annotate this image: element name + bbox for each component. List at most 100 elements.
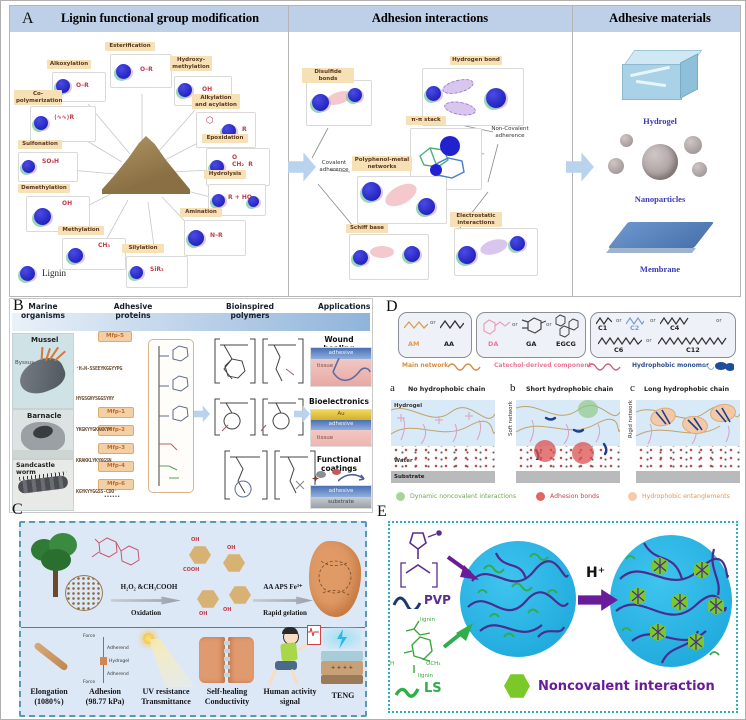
substrate-zone <box>516 471 620 483</box>
interaction-tag-polyphenol: Polyphenol-metal networks <box>352 156 412 172</box>
adhesion-test-diagram: Force Adherend Hydrogel Adherend Force <box>79 633 131 685</box>
app-title-bioelectronics: Bioelectronics <box>309 397 369 406</box>
ls-label: LS <box>424 681 442 696</box>
noncovalent-legend-label: Noncovalent interaction <box>538 679 715 694</box>
mod-tag-alkoxylation: Alkoxylation <box>47 60 91 69</box>
monomer-label-c1: C1 <box>598 324 608 332</box>
polymer-structure-1 <box>214 338 304 384</box>
test-caption-adhesion: Adhesion(98.77 kPa) <box>85 687 125 707</box>
formula: CH₃ <box>98 242 111 249</box>
panel-b-header-4: Applications <box>318 302 371 311</box>
running-child-icon <box>265 625 321 687</box>
c12-zigzag <box>658 336 727 345</box>
monomer-ga-structure <box>521 317 546 334</box>
panel-a-title-2: Adhesion interactions <box>371 11 489 25</box>
self-healing-icon <box>199 633 255 687</box>
oxidation-arrow <box>111 596 181 605</box>
subpanel-letter-c: c <box>630 382 635 394</box>
water-zone <box>516 446 620 471</box>
column-divider <box>288 6 289 296</box>
dopa-structure-box <box>148 339 194 493</box>
monomer-label-am: AM <box>408 340 420 348</box>
cooh-label: COOH <box>183 567 200 573</box>
covalent-adherence-label: Covalent adherence <box>319 160 349 173</box>
mod-tag-hydroxymethylation: Hydroxy- methylation <box>170 56 212 72</box>
mod-tag-epoxidation: Epoxidation <box>202 134 248 143</box>
bioelectronics-card: Au adhesive tissue <box>310 409 372 447</box>
step-1: Oxidation <box>131 609 161 617</box>
subpanel-a: Hydrogel Water Substrate <box>391 400 495 484</box>
subpanel-side-b: Soft network <box>508 401 514 436</box>
entanglement-strokes <box>655 407 731 431</box>
oxidized-lignin-structures: OH OH COOH OH OH <box>183 537 255 627</box>
lignin-label-1: lignin <box>420 617 436 623</box>
layer-label: Au <box>337 411 345 417</box>
c1-zigzag <box>596 316 612 325</box>
monomer-label-da: DA <box>488 340 499 348</box>
wound-healing-card: adhesive tissue <box>310 347 372 387</box>
mfp-tag: Mfp-2 <box>98 425 134 436</box>
zone-label-hydrogel: Hydrogel <box>394 403 423 409</box>
connector-lines <box>311 119 499 233</box>
solution-circle-before <box>460 541 576 657</box>
hydrogel-label: Hydrogel <box>109 659 130 664</box>
panel-b-header-1: Marine organisms <box>21 302 65 320</box>
noncovalent-adherence-label: Non-Covalent adherence <box>491 126 529 139</box>
interaction-tag-hbond: Hydrogen bond <box>450 56 502 65</box>
formula: ⟨∿∿⟩R <box>54 114 75 121</box>
pvp-arrow <box>446 555 479 580</box>
monomer-label-ga: GA <box>526 340 537 348</box>
subpanel-side-c: Rigid network <box>628 400 634 438</box>
h-label: H <box>390 661 395 667</box>
layer-label: tissue <box>316 435 334 441</box>
mfp-more-dots: ...... <box>104 491 120 499</box>
oh-label: OH <box>191 537 200 543</box>
reagent-2: AA APS Fe³⁺ <box>263 583 303 591</box>
or-label: or <box>646 338 652 344</box>
layer-label: adhesive <box>328 488 354 494</box>
panel-a-header-bar <box>10 6 740 32</box>
crosslinked-network <box>615 542 730 664</box>
legend-dot-noncovalent <box>396 492 405 501</box>
pvp-squiggle-icon <box>392 596 422 609</box>
interaction-tag-schiff: Schiff base <box>346 224 388 233</box>
organism-card-barnacle: Barnacle <box>12 409 74 459</box>
panel-a: A Lignin functional group modification A… <box>9 5 741 297</box>
adherend-label-bottom: Adherend <box>107 672 129 677</box>
mfp5-sequences: ⁺H₃N-SSEEYKGGYYPG HYGSGHYSGGSYHY YKGKYYG… <box>76 343 122 517</box>
panel-c: H₂O₂ &CH₃COOH Oxidation OH OH COOH OH OH… <box>19 521 367 717</box>
pvp-label: PVP <box>424 593 451 607</box>
monomer-label-aa: AA <box>444 340 455 348</box>
formula: N–R <box>210 232 223 239</box>
lignin-legend-label: Lignin <box>42 268 66 278</box>
mod-tag-copolymerization: Co- polymerization <box>14 90 63 106</box>
monomer-egcg-structure <box>555 314 579 338</box>
panel-d-letter: D <box>386 298 398 315</box>
formula: OH <box>202 86 213 93</box>
panel-a-title-3: Adhesive materials <box>609 11 711 25</box>
tree-image <box>29 533 81 599</box>
monomer-group-1 <box>398 312 472 358</box>
monomer-label-c6: C6 <box>614 346 624 354</box>
subpanel-title-c: Long hydrophobic chain <box>644 386 730 393</box>
panel-b-letter: B <box>13 297 24 314</box>
layer-label: adhesive <box>328 421 354 427</box>
force-label-bottom: Force <box>83 680 96 685</box>
dopa-structure-graphic <box>158 345 189 486</box>
arrow-proteins-polymers <box>194 405 210 423</box>
interaction-tag-electrostatic: Electrostatic interactions <box>450 212 502 228</box>
organism-name: Sandcastle worm <box>16 462 55 476</box>
oh-label: OH <box>199 611 208 617</box>
subpanel-title-a: No hydrophobic chain <box>408 386 486 393</box>
legend-hydrophobic: Hydrophobic monomer <box>632 362 710 369</box>
uv-resistance-icon <box>137 631 197 687</box>
ls-structure <box>403 620 433 673</box>
legend-main-network: Main network <box>402 362 449 369</box>
column-divider <box>572 6 573 296</box>
or-label: or <box>430 320 436 326</box>
oh-label: OH <box>223 607 232 613</box>
monomer-da-structure <box>483 319 510 335</box>
